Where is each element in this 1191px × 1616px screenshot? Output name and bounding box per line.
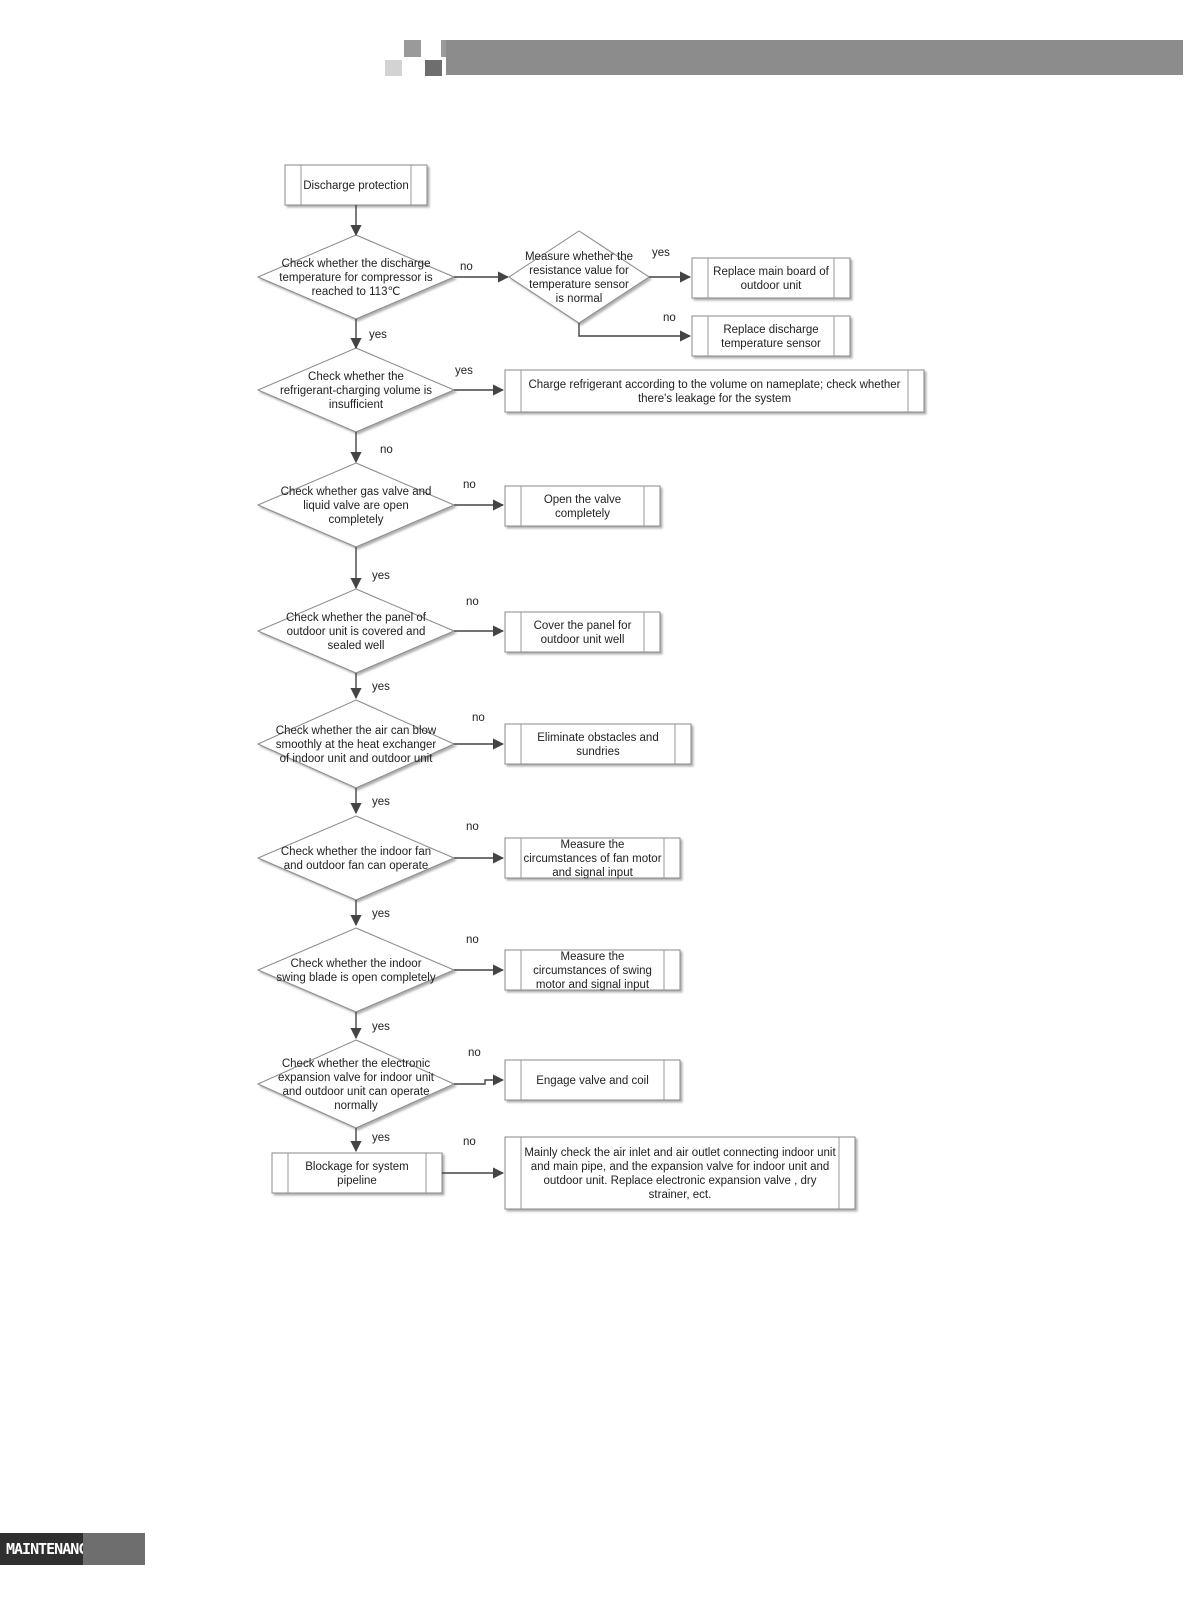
footer-bar — [83, 1533, 145, 1565]
header-square-4 — [425, 60, 442, 76]
label-q2-yes: yes — [455, 365, 473, 377]
arrow-q8-no — [454, 1074, 505, 1086]
action-charge-refrigerant-text: Charge refrigerant according to the volu… — [528, 379, 900, 405]
action-eliminate-obstacles — [504, 723, 692, 765]
label-q4-no: no — [466, 596, 479, 608]
action-open-valve — [504, 485, 661, 527]
footer-section-label: MAINTENANCE — [0, 1533, 95, 1565]
label-q6-no: no — [466, 821, 479, 833]
action-replace-main-board — [691, 257, 851, 299]
header-square-2 — [441, 40, 446, 57]
action-measure-swing — [504, 949, 681, 991]
action-cover-panel — [504, 611, 661, 653]
action-replace-sensor — [691, 315, 851, 357]
action-charge-refrigerant — [504, 369, 925, 413]
label-q5-no: no — [472, 712, 485, 724]
label-q8-no: no — [468, 1047, 481, 1059]
action-engage-valve-text: Engage valve and coil — [536, 1075, 649, 1087]
header-square-3 — [385, 60, 402, 76]
arrow-q1b-no — [578, 323, 692, 342]
label-q1b-yes: yes — [652, 247, 670, 259]
label-q8-yes: yes — [372, 1132, 390, 1144]
action-engage-valve — [504, 1059, 681, 1101]
decision-q1b — [508, 230, 650, 324]
label-q5-yes: yes — [372, 796, 390, 808]
action-check-pipeline-text: Mainly check the air inlet and air outle… — [524, 1147, 836, 1201]
end-box — [271, 1152, 443, 1194]
action-check-pipeline — [504, 1136, 856, 1210]
action-measure-fan — [504, 837, 681, 879]
label-q1-no: no — [460, 261, 473, 273]
decision-q6 — [256, 815, 456, 901]
label-q3-yes: yes — [372, 570, 390, 582]
label-q1b-no: no — [663, 312, 676, 324]
label-q2-no: no — [380, 444, 393, 456]
header-square-1 — [404, 40, 421, 57]
label-q1-yes: yes — [369, 329, 387, 341]
label-q6-yes: yes — [372, 908, 390, 920]
header-bar — [446, 40, 1183, 75]
decision-q8 — [256, 1039, 456, 1129]
label-q7-yes: yes — [372, 1021, 390, 1033]
label-end-no: no — [463, 1136, 476, 1148]
label-q3-no: no — [463, 479, 476, 491]
start-box-text: Discharge protection — [303, 180, 408, 192]
label-q4-yes: yes — [372, 681, 390, 693]
label-q7-no: no — [466, 934, 479, 946]
decision-q7 — [256, 927, 456, 1013]
